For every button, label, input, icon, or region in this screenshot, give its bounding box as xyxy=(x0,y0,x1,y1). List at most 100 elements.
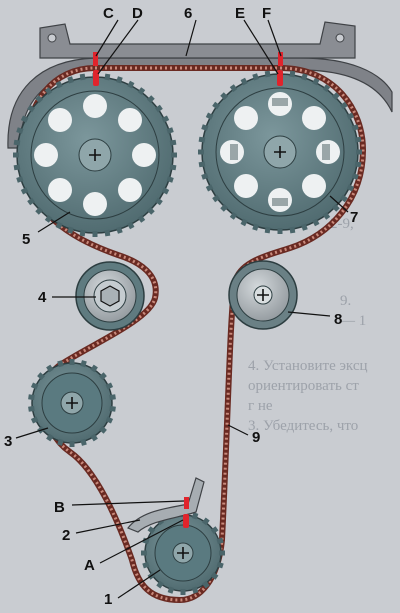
gear-tooth xyxy=(161,187,170,195)
gear-tooth xyxy=(90,433,98,442)
gear-tooth xyxy=(312,77,320,86)
gear-tooth xyxy=(166,176,174,183)
gear-tooth xyxy=(13,139,21,146)
gear-tooth xyxy=(137,87,146,95)
gear-tooth xyxy=(127,221,135,230)
gear-tooth xyxy=(169,139,177,146)
gear-tooth xyxy=(264,226,271,234)
gear-tooth xyxy=(340,194,348,203)
gear-tooth xyxy=(137,215,146,223)
gear-tooth xyxy=(346,112,355,120)
gear-tooth xyxy=(116,226,123,234)
gear-tooth xyxy=(240,218,248,227)
gear-tooth xyxy=(127,80,135,89)
hub-bolt-icon xyxy=(177,547,189,559)
gear-tooth xyxy=(146,206,155,215)
gear-hole xyxy=(48,108,72,132)
callout-3: 3 xyxy=(4,433,12,450)
gear-tooth xyxy=(301,73,308,81)
rear-cover-top-flange xyxy=(39,21,356,59)
gear-slot-shading xyxy=(230,98,330,206)
callout-1: 1 xyxy=(104,591,112,608)
gear-tooth xyxy=(92,231,98,237)
gear-tooth xyxy=(289,70,296,78)
gear-tooth xyxy=(322,84,331,92)
gear-tooth xyxy=(69,359,75,365)
gear-tooth xyxy=(346,184,355,192)
alignment-mark-C xyxy=(93,52,98,66)
gear-tooth xyxy=(198,161,206,168)
gear-tooth xyxy=(331,203,340,212)
gear-tooth xyxy=(109,405,116,412)
alignment-marks xyxy=(93,52,283,528)
callout-4: 4 xyxy=(38,289,47,306)
gear-tooth xyxy=(90,364,98,373)
callout-F: F xyxy=(262,5,271,22)
timing-belt xyxy=(22,65,366,603)
alignment-mark-A xyxy=(183,514,189,528)
gear-tooth xyxy=(167,586,175,594)
gear-tooth xyxy=(351,124,359,131)
gear-tooth xyxy=(37,372,45,381)
alignment-mark-F xyxy=(278,52,283,66)
gear-tooth xyxy=(201,173,209,180)
leader-lines xyxy=(15,19,349,599)
gear-tooth xyxy=(180,589,186,595)
callout-C: C xyxy=(103,5,114,22)
gear-tooth xyxy=(229,212,238,220)
gear-tooth xyxy=(20,115,29,123)
gear-tooth xyxy=(46,364,54,373)
gear-tooth xyxy=(67,226,74,234)
water-pump-gear xyxy=(28,359,116,447)
gear-tooth xyxy=(161,115,170,123)
gear-tooth xyxy=(322,212,331,220)
gear-tooth xyxy=(191,512,199,520)
gear-tooth xyxy=(28,394,35,401)
background-text: 2-9, 9. — 1 4. Установите эксц ориентиро… xyxy=(248,216,368,434)
gear-tooth xyxy=(229,84,238,92)
callout-9: 9 xyxy=(252,429,260,446)
hub-bolt-icon xyxy=(274,146,286,158)
gear-tooth xyxy=(146,95,155,104)
alignment-mark-E xyxy=(277,70,283,86)
gear-tooth xyxy=(354,161,362,168)
hub-bolt-icon xyxy=(257,289,269,301)
gear-tooth xyxy=(252,223,259,231)
gear-tooth xyxy=(69,441,75,447)
gear-tooth xyxy=(155,197,163,206)
gear-tooth xyxy=(301,223,308,231)
gear-tooth xyxy=(141,550,147,556)
gear-tooth xyxy=(57,360,64,368)
gear-tooth xyxy=(44,215,53,223)
gear-tooth xyxy=(216,561,224,569)
idler-roller xyxy=(228,260,298,330)
gear-tooth xyxy=(99,372,107,381)
gear-tooth xyxy=(198,136,206,143)
bracket-hole xyxy=(335,33,345,43)
gear-tooth xyxy=(67,76,74,84)
gear-tooth xyxy=(13,152,19,158)
gear-hole xyxy=(83,192,107,216)
gear-tooth xyxy=(205,184,214,192)
gear-tooth xyxy=(109,394,116,401)
gear-tooth xyxy=(105,416,114,424)
gear-tooth xyxy=(142,537,150,545)
gear-tooth xyxy=(16,176,24,183)
crankshaft-gear xyxy=(141,511,225,595)
gear-tooth xyxy=(55,221,63,230)
alignment-mark-D xyxy=(93,70,99,86)
gear-tooth xyxy=(79,73,86,81)
gear-tooth xyxy=(219,550,225,556)
gear-tooth xyxy=(80,438,87,446)
background-text-line: — 1 xyxy=(339,313,366,329)
gear-tooth xyxy=(202,517,210,526)
gear-tooth xyxy=(156,580,164,589)
tensioner-roller xyxy=(75,261,145,331)
gear-tooth xyxy=(155,104,163,113)
gear-hole xyxy=(48,178,72,202)
gear-tooth xyxy=(331,92,340,101)
background-text-line: г не xyxy=(248,398,273,414)
gear-tooth xyxy=(16,127,24,134)
gear-hole xyxy=(132,143,156,167)
